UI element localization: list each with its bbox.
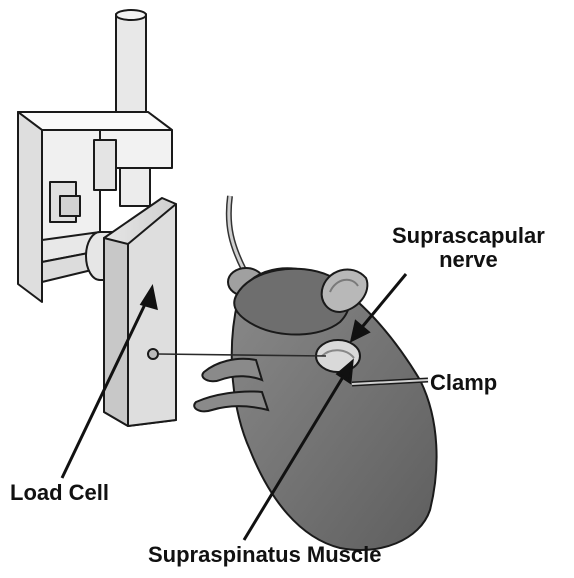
- attachment-knob: [148, 349, 158, 359]
- load-cell-label: Load Cell: [10, 482, 109, 504]
- supraspinatus-muscle-label: Supraspinatus Muscle: [148, 544, 382, 566]
- rat-foreleg-lower: [194, 391, 268, 411]
- connector-neck: [120, 168, 150, 206]
- clamp-label: Clamp: [430, 372, 497, 394]
- suprascapular-nerve-label: Suprascapular nerve: [392, 224, 545, 272]
- suprascapular-nerve-label-line2: nerve: [439, 247, 498, 272]
- test-apparatus: [18, 10, 176, 426]
- rod-top: [116, 10, 146, 20]
- vertical-rod: [116, 14, 146, 122]
- frame-left: [18, 112, 42, 302]
- suprascapular-nerve-label-line1: Suprascapular: [392, 223, 545, 248]
